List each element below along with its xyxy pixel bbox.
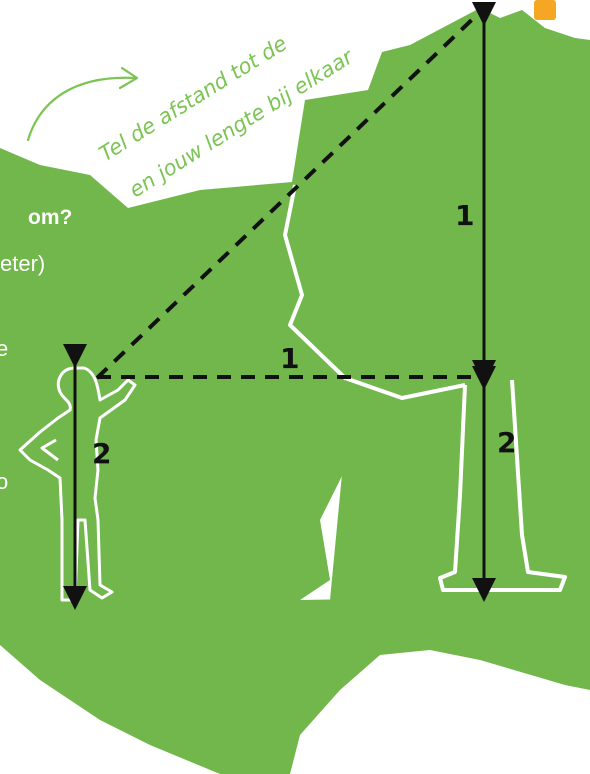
label-person-height: 2	[92, 437, 111, 470]
label-tree-lower: 2	[497, 426, 516, 459]
question-fragment: om?	[28, 206, 72, 229]
text-fragment-o: o	[0, 469, 8, 494]
orange-accent	[534, 0, 556, 20]
label-tree-upper: 1	[455, 199, 474, 232]
label-horizontal: 1	[280, 342, 299, 375]
unit-fragment: eter)	[0, 251, 45, 276]
text-fragment-e: e	[0, 336, 8, 361]
